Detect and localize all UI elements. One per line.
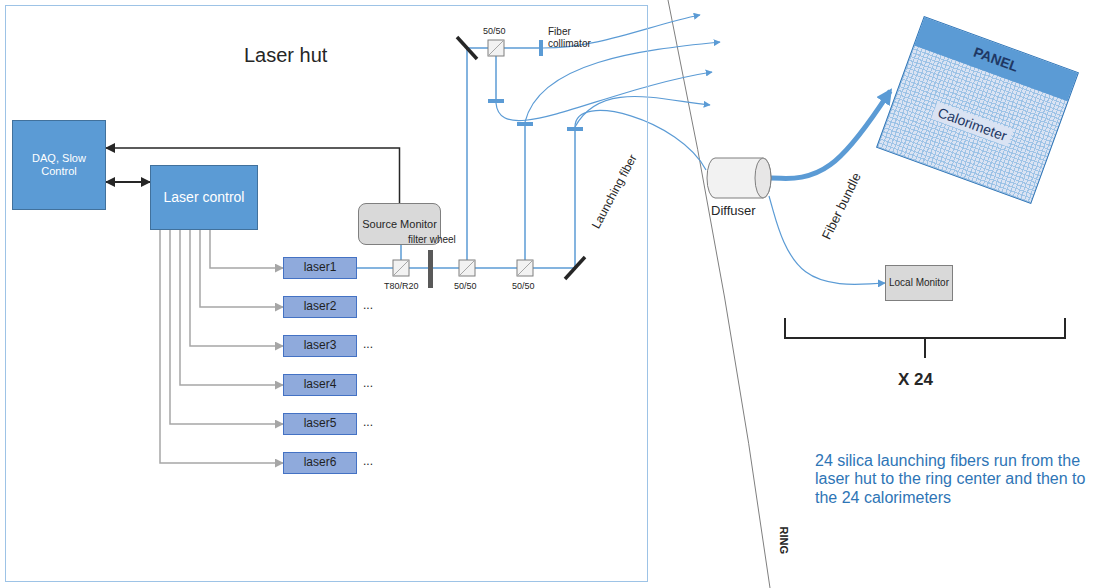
group-bracket bbox=[785, 318, 1065, 358]
part-label: filter wheel bbox=[408, 234, 456, 246]
node-label: laser3 bbox=[304, 339, 337, 353]
ellipsis-mark: ... bbox=[363, 416, 373, 430]
ellipsis-mark: ... bbox=[363, 455, 373, 469]
diffuser-cylinder: Diffuser bbox=[705, 156, 773, 220]
edge-label: Fiber bundle bbox=[820, 170, 865, 242]
panel-band: PANEL bbox=[914, 17, 1077, 101]
connector-arrow bbox=[769, 196, 885, 284]
connector-arrow bbox=[106, 181, 150, 183]
connector-arrow bbox=[180, 230, 283, 385]
part-label: T80/R20 bbox=[384, 281, 419, 291]
connector-arrow bbox=[200, 230, 283, 307]
laser-box: laser3 bbox=[283, 335, 357, 357]
connector-arrow bbox=[170, 230, 283, 424]
calorimeter-block: Calorimeter PANEL bbox=[876, 16, 1079, 204]
laser-box: laser4 bbox=[283, 374, 357, 396]
ring-outline bbox=[668, 0, 770, 588]
laser-box: laser2 bbox=[283, 296, 357, 318]
ellipsis-mark: ... bbox=[363, 299, 373, 313]
node-label: Calorimeter bbox=[932, 102, 1014, 146]
region-outline: Laser hutDAQ, Slow ControlLaser controlS… bbox=[5, 5, 648, 582]
mirror bbox=[565, 257, 585, 279]
cylinder-shape bbox=[705, 156, 773, 200]
note-text: 24 silica launching fibers run from the … bbox=[815, 452, 1095, 507]
splitter-diagonal bbox=[393, 40, 533, 276]
node-label: laser5 bbox=[304, 417, 337, 431]
monitor-box: Local Monitor bbox=[885, 265, 953, 301]
connector-arrow bbox=[160, 230, 283, 463]
part-label: 50/50 bbox=[483, 26, 506, 36]
connector-arrow bbox=[190, 230, 283, 346]
laser-box: laser5 bbox=[283, 413, 357, 435]
laser-beam bbox=[357, 48, 575, 268]
node-label: laser4 bbox=[304, 378, 337, 392]
region-title: Laser hut bbox=[244, 44, 327, 67]
ellipsis-mark: ... bbox=[363, 338, 373, 352]
process-box: DAQ, Slow Control bbox=[12, 120, 106, 210]
node-label: laser2 bbox=[304, 300, 337, 314]
ellipsis-mark: ... bbox=[363, 377, 373, 391]
process-box: Laser control bbox=[150, 165, 258, 230]
node-label: Laser control bbox=[164, 189, 245, 205]
node-label: laser6 bbox=[304, 456, 337, 470]
part-label: 50/50 bbox=[512, 281, 535, 291]
node-label: laser1 bbox=[304, 261, 337, 275]
multiplicity-label: X 24 bbox=[898, 370, 933, 390]
connector-arrow bbox=[210, 230, 283, 268]
laser-box: laser1 bbox=[283, 257, 357, 279]
region-label: RING bbox=[777, 526, 790, 554]
part-label: Launching fiber bbox=[590, 152, 641, 231]
filter-wheel bbox=[428, 250, 433, 288]
fiber-collimator bbox=[488, 40, 583, 131]
laser-box: laser6 bbox=[283, 452, 357, 474]
node-label: DAQ, Slow Control bbox=[13, 152, 105, 177]
node-label: PANEL bbox=[971, 44, 1020, 75]
node-label: Local Monitor bbox=[889, 277, 949, 289]
part-label: Fiber collimator bbox=[548, 26, 604, 49]
node-label: Source Monitor bbox=[362, 218, 437, 231]
beam-splitter bbox=[393, 40, 533, 276]
node-label: Diffuser bbox=[705, 204, 756, 220]
launching-fiber bbox=[496, 15, 720, 170]
mirror bbox=[457, 37, 477, 59]
part-label: 50/50 bbox=[454, 281, 477, 291]
fiber-bundle-arrow bbox=[771, 91, 890, 178]
